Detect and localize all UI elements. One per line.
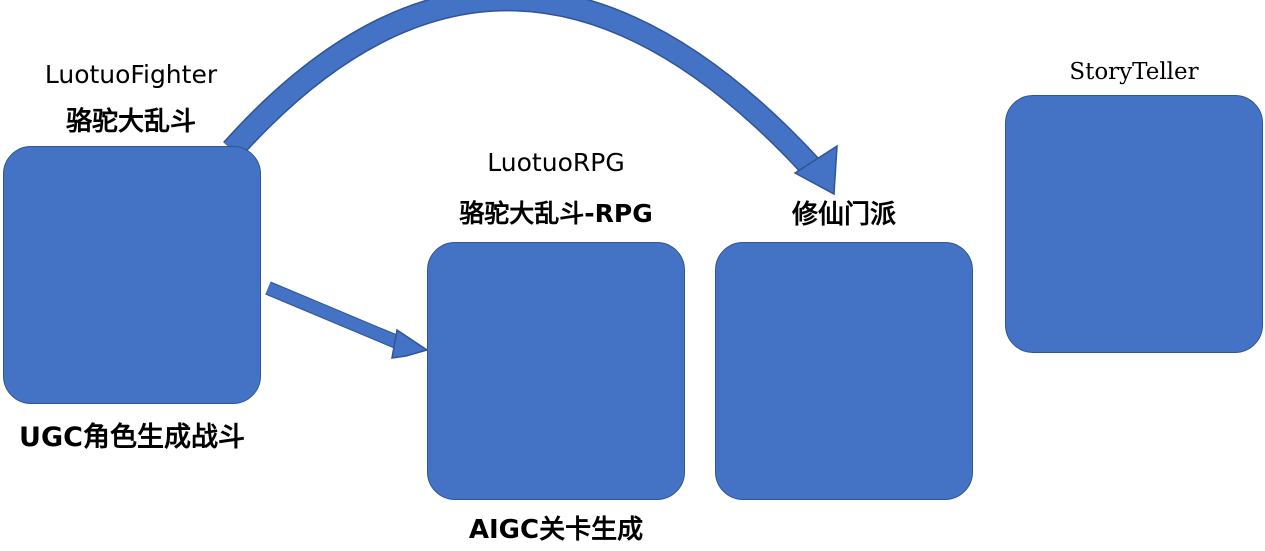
- storyteller-title-en: StoryTeller: [1069, 59, 1199, 85]
- fighter-title-en: LuotuoFighter: [44, 60, 218, 89]
- rpg-title-cn: 骆驼大乱斗-RPG: [459, 199, 653, 228]
- straight-arrow-fighter-to-rpg: [265, 281, 429, 359]
- curved-arrow-fighter-to-xiuxian: [223, 0, 838, 196]
- xiuxian-title-cn: 修仙门派: [791, 200, 896, 230]
- rpg-title-en: LuotuoRPG: [487, 148, 625, 177]
- xiuxian-box: [715, 242, 973, 500]
- rpg-box: [427, 242, 685, 500]
- fighter-title-cn: 骆驼大乱斗: [65, 107, 196, 137]
- storyteller-box: [1005, 95, 1263, 353]
- rpg-caption: AIGC关卡生成: [468, 515, 644, 545]
- fighter-caption: UGC角色生成战斗: [19, 422, 245, 453]
- fighter-box: [3, 146, 261, 404]
